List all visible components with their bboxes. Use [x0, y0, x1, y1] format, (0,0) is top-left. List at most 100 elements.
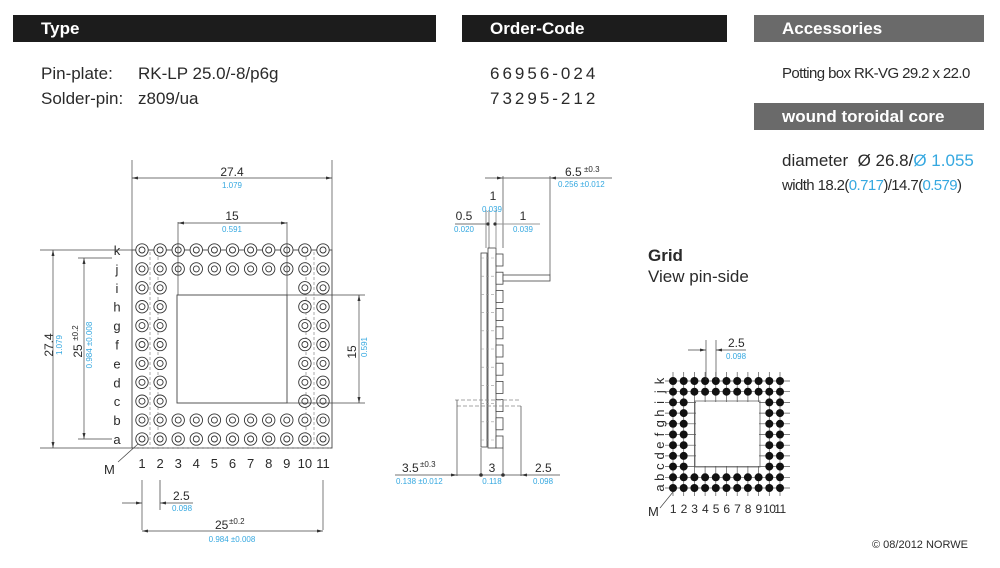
pin-pad [135, 318, 149, 333]
side-pin [495, 417, 504, 431]
grid-pin [765, 377, 774, 385]
pin-pad [298, 281, 312, 295]
pin-hole [319, 435, 327, 443]
grid-col-label: 7 [734, 502, 741, 516]
grid-pin [722, 377, 731, 385]
arrow-head [550, 176, 556, 180]
arrow-head [357, 397, 361, 403]
pin-hole [301, 341, 309, 348]
col-label: 2 [156, 456, 163, 471]
pin-hole [192, 435, 200, 443]
col-label: 4 [193, 456, 200, 471]
grid-col-label: 2 [681, 502, 688, 516]
pin-hole [247, 265, 255, 273]
pin-pad [189, 413, 203, 427]
top-pinspan-v: 25 ±0.2 [71, 325, 85, 358]
core-width: width 18.2(0.717)/14.7(0.579) [782, 177, 962, 194]
pin-pad [135, 300, 149, 314]
pin-hole [156, 378, 164, 386]
grid-pin [679, 451, 688, 460]
pin-pad [316, 356, 330, 371]
grid-pin [765, 441, 774, 450]
row-label: h [113, 300, 120, 315]
side-pin [495, 253, 504, 267]
left-mm: 3.5 [402, 461, 419, 475]
pin-hole [301, 322, 309, 330]
grid-pin [743, 484, 752, 492]
diameter-in: Ø 1.055 [913, 151, 974, 170]
pin-hole [138, 341, 146, 348]
row-label: k [114, 243, 121, 258]
arrow-head [451, 473, 457, 477]
pin-pad [153, 413, 167, 427]
grid-pin [733, 484, 742, 492]
grid-pin [711, 484, 720, 492]
grid-col-label: 4 [702, 502, 709, 516]
pin-hole [210, 416, 218, 424]
pin-hole [247, 416, 255, 424]
pin-pad [280, 432, 294, 446]
pin-hole [319, 303, 327, 311]
grid-pin [765, 462, 774, 471]
top-inner-v-mm: 15 [345, 345, 359, 359]
type-header-label: Type [41, 19, 80, 38]
pin-pad [135, 243, 149, 257]
grid-pin [776, 462, 784, 471]
top-width-mm: 27.4 [220, 165, 244, 179]
d05-mm: 0.5 [456, 209, 473, 223]
arrow-head [82, 258, 86, 264]
grid-pin [765, 451, 774, 460]
pin-pad [153, 262, 167, 276]
grid-row-label: b [652, 474, 667, 481]
side-pin [495, 399, 504, 413]
grid-pin [690, 473, 699, 482]
grid-pin [679, 387, 688, 396]
pin-hole [138, 359, 146, 367]
grid-pin [743, 473, 752, 482]
pin-pad [225, 243, 240, 257]
grid-pin [669, 473, 677, 482]
grid-pin [679, 377, 688, 385]
dim-dot [486, 222, 490, 226]
pin-pad [298, 394, 312, 408]
row-label: i [116, 281, 119, 296]
top-inner-in: 0.591 [222, 225, 243, 234]
pin-len-in: 0.256 ±0.012 [558, 180, 605, 189]
col-label: 3 [175, 456, 182, 471]
arrow-head [132, 176, 138, 180]
pin-hole [301, 284, 309, 292]
grid-pin [679, 419, 688, 428]
row-label: d [113, 375, 120, 390]
pinspan-v-mm: 25 [71, 344, 85, 358]
grid-pin [701, 473, 710, 482]
pin-hole [210, 265, 218, 273]
arrow-head [136, 501, 142, 505]
pin-hole [174, 416, 182, 424]
pin-pad [298, 375, 312, 389]
grid-pin [743, 377, 752, 385]
pin-pad [243, 243, 258, 257]
pin-hole [283, 416, 291, 424]
pin-pad [243, 413, 258, 427]
mid-in: 0.118 [482, 477, 502, 486]
col-label: 10 [298, 456, 312, 471]
pinspan-v-tol: ±0.2 [71, 325, 80, 341]
pin-pad [153, 281, 167, 295]
right-mm: 2.5 [535, 461, 552, 475]
top-height-mm: 27.4 [42, 333, 56, 357]
grid-pin [776, 451, 784, 460]
width-in-2: 0.579 [922, 177, 958, 194]
grid-col-label: 6 [723, 502, 730, 516]
col-label: 11 [316, 456, 330, 471]
pin-pad [298, 300, 312, 314]
grid-pin [690, 484, 699, 492]
arrow-head [317, 529, 323, 533]
side-pin [495, 271, 504, 285]
grid-pin [765, 473, 774, 482]
grid-row-label: g [652, 420, 667, 427]
pin-hole [174, 435, 182, 443]
left-in: 0.138 ±0.012 [396, 477, 443, 486]
pin-pad [316, 337, 330, 352]
grid-pin [776, 419, 784, 428]
grid-pin [733, 387, 742, 396]
